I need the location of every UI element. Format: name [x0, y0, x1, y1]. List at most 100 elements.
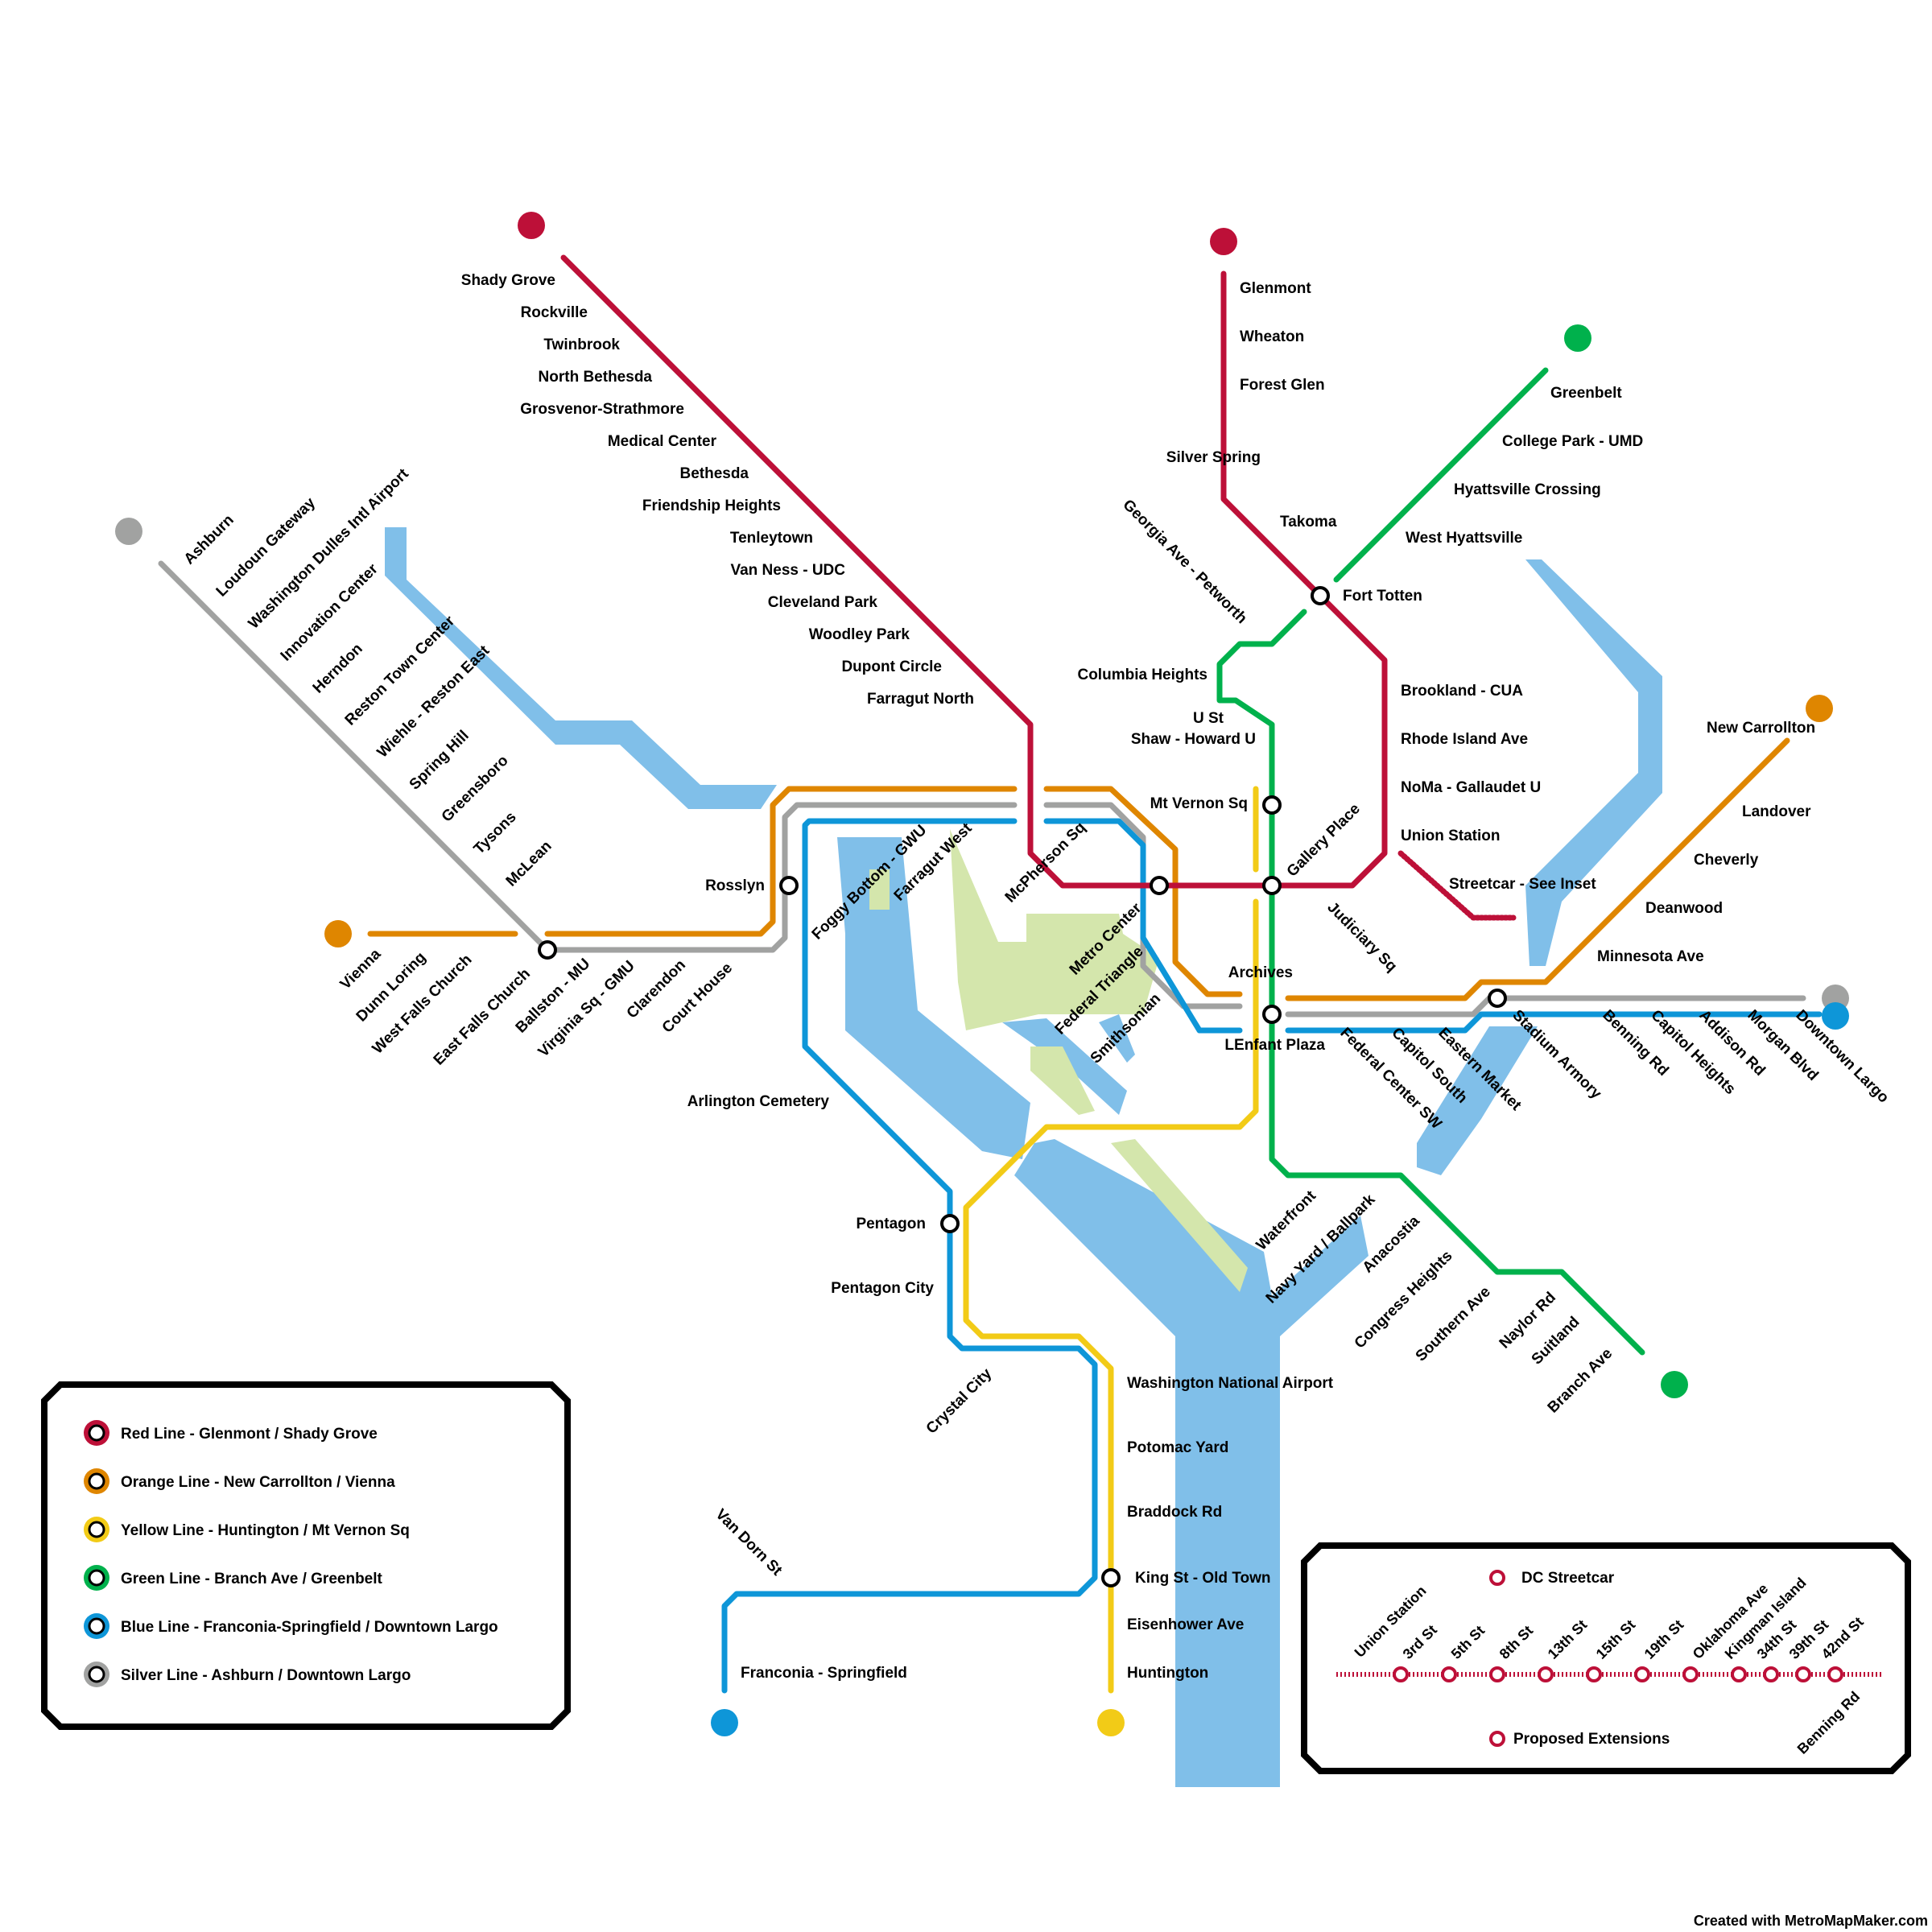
label-van-dorn[interactable]: Van Dorn St — [712, 1506, 785, 1579]
label-shaw[interactable]: Shaw - Howard U — [1131, 731, 1256, 748]
label-minnesota-ave[interactable]: Minnesota Ave — [1597, 948, 1704, 965]
station-stadium-armory[interactable] — [1488, 989, 1507, 1008]
label-mt-vernon-sq[interactable]: Mt Vernon Sq — [1150, 795, 1248, 812]
label-forest-glen[interactable]: Forest Glen — [1240, 377, 1325, 394]
label-deanwood[interactable]: Deanwood — [1645, 900, 1723, 917]
label-west-hyattsville[interactable]: West Hyattsville — [1406, 530, 1522, 547]
label-noma[interactable]: NoMa - Gallaudet U — [1401, 779, 1541, 796]
inset-proposed-symbol — [1489, 1731, 1505, 1747]
blue-line-mid — [1043, 818, 1243, 1034]
label-wheaton[interactable]: Wheaton — [1240, 328, 1304, 345]
label-huntington[interactable]: Huntington — [1127, 1665, 1208, 1682]
inset-stop-markers — [1393, 1666, 1843, 1682]
label-reston-town-center[interactable]: Reston Town Center — [342, 613, 459, 729]
streetcar-stub — [1397, 850, 1517, 921]
anacostia-river — [1525, 559, 1662, 966]
label-greensboro[interactable]: Greensboro — [439, 753, 512, 826]
label-bethesda[interactable]: Bethesda — [679, 465, 749, 482]
label-gallery-place[interactable]: Gallery Place — [1284, 800, 1364, 880]
blue-terminus-largo — [1822, 1002, 1849, 1030]
label-franconia[interactable]: Franconia - Springfield — [741, 1665, 907, 1682]
label-wiehle[interactable]: Wiehle - Reston East — [374, 642, 493, 761]
label-spring-hill[interactable]: Spring Hill — [407, 728, 473, 794]
label-college-park[interactable]: College Park - UMD — [1502, 433, 1643, 450]
label-potomac-yard[interactable]: Potomac Yard — [1127, 1439, 1228, 1456]
label-crystal-city[interactable]: Crystal City — [923, 1365, 996, 1438]
label-columbia-heights[interactable]: Columbia Heights — [1077, 667, 1208, 683]
label-federal-center-sw[interactable]: Federal Center SW — [1336, 1025, 1444, 1133]
label-glenmont[interactable]: Glenmont — [1240, 280, 1311, 297]
label-streetcar-link[interactable]: Streetcar - See Inset — [1449, 876, 1596, 893]
station-east-falls-church[interactable] — [538, 940, 557, 960]
label-capitol-heights[interactable]: Capitol Heights — [1647, 1007, 1738, 1098]
label-union-station[interactable]: Union Station — [1401, 828, 1500, 844]
label-shady-grove[interactable]: Shady Grove — [461, 272, 555, 289]
orange-line-mid — [1043, 786, 1243, 997]
label-arlington-cemetery[interactable]: Arlington Cemetery — [687, 1093, 830, 1110]
station-fort-totten[interactable] — [1311, 586, 1330, 605]
label-fort-totten[interactable]: Fort Totten — [1343, 588, 1422, 605]
station-metro-center[interactable] — [1150, 876, 1169, 895]
label-branch-ave[interactable]: Branch Ave — [1545, 1345, 1616, 1417]
inset-frame — [1301, 1542, 1911, 1774]
label-braddock-rd[interactable]: Braddock Rd — [1127, 1504, 1222, 1521]
label-takoma[interactable]: Takoma — [1280, 514, 1337, 530]
park-hains — [1030, 1046, 1095, 1115]
label-mcpherson-sq[interactable]: McPherson Sq — [1002, 819, 1089, 906]
label-archives[interactable]: Archives — [1228, 964, 1293, 981]
label-silver-spring[interactable]: Silver Spring — [1166, 449, 1261, 466]
label-tenleytown[interactable]: Tenleytown — [730, 530, 813, 547]
station-king-st[interactable] — [1101, 1568, 1121, 1587]
station-pentagon[interactable] — [940, 1214, 960, 1233]
legend-swatch-inner — [88, 1424, 105, 1442]
station-rosslyn[interactable] — [779, 876, 799, 895]
label-medical-center[interactable]: Medical Center — [608, 433, 717, 450]
label-waterfront[interactable]: Waterfront — [1253, 1187, 1320, 1254]
label-tysons[interactable]: Tysons — [471, 809, 520, 858]
label-southern-ave[interactable]: Southern Ave — [1413, 1283, 1494, 1364]
label-stadium-armory[interactable]: Stadium Armory — [1509, 1007, 1604, 1103]
label-brookland[interactable]: Brookland - CUA — [1401, 683, 1523, 700]
label-rhode-island[interactable]: Rhode Island Ave — [1401, 731, 1528, 748]
label-farragut-north[interactable]: Farragut North — [867, 691, 974, 708]
label-twinbrook[interactable]: Twinbrook — [543, 336, 620, 353]
label-rosslyn[interactable]: Rosslyn — [705, 877, 765, 894]
label-grosvenor[interactable]: Grosvenor-Strathmore — [520, 401, 684, 418]
metro-lines — [158, 254, 1823, 1694]
label-landover[interactable]: Landover — [1742, 803, 1811, 820]
inset-stop-marker — [1731, 1666, 1747, 1682]
station-mt-vernon-sq[interactable] — [1262, 795, 1282, 815]
label-north-bethesda[interactable]: North Bethesda — [539, 369, 653, 386]
label-mclean[interactable]: McLean — [503, 838, 555, 890]
station-gallery-place[interactable] — [1262, 876, 1282, 895]
label-georgia-ave[interactable]: Georgia Ave - Petworth — [1119, 497, 1249, 627]
station-lenfant-plaza[interactable] — [1262, 1005, 1282, 1024]
label-pentagon[interactable]: Pentagon — [856, 1216, 926, 1232]
label-friendship-heights[interactable]: Friendship Heights — [642, 497, 781, 514]
label-anacostia[interactable]: Anacostia — [1360, 1212, 1423, 1276]
label-hyattsville[interactable]: Hyattsville Crossing — [1454, 481, 1601, 498]
label-cheverly[interactable]: Cheverly — [1694, 852, 1759, 869]
label-lenfant-plaza[interactable]: LEnfant Plaza — [1224, 1037, 1325, 1054]
label-rockville[interactable]: Rockville — [521, 304, 588, 321]
label-new-carrollton[interactable]: New Carrollton — [1707, 720, 1815, 737]
label-van-ness[interactable]: Van Ness - UDC — [730, 562, 845, 579]
label-woodley-park[interactable]: Woodley Park — [809, 626, 910, 643]
label-pentagon-city[interactable]: Pentagon City — [831, 1280, 934, 1297]
label-dupont-circle[interactable]: Dupont Circle — [841, 658, 942, 675]
label-cleveland-park[interactable]: Cleveland Park — [768, 594, 878, 611]
inset-title: DC Streetcar — [1521, 1570, 1615, 1587]
label-king-st[interactable]: King St - Old Town — [1135, 1570, 1271, 1587]
footer-credit[interactable]: Created with MetroMapMaker.com — [1694, 1913, 1928, 1929]
green-terminus-greenbelt — [1564, 324, 1591, 352]
label-vienna[interactable]: Vienna — [337, 946, 385, 993]
label-herndon[interactable]: Herndon — [310, 640, 366, 696]
label-greenbelt[interactable]: Greenbelt — [1550, 385, 1622, 402]
label-judiciary-sq[interactable]: Judiciary Sq — [1323, 899, 1400, 976]
label-u-st[interactable]: U St — [1193, 710, 1224, 727]
label-ashburn[interactable]: Ashburn — [181, 511, 237, 568]
label-eisenhower-ave[interactable]: Eisenhower Ave — [1127, 1616, 1244, 1633]
transfer-stations[interactable] — [538, 586, 1507, 1587]
label-national-airport[interactable]: Washington National Airport — [1127, 1375, 1334, 1392]
